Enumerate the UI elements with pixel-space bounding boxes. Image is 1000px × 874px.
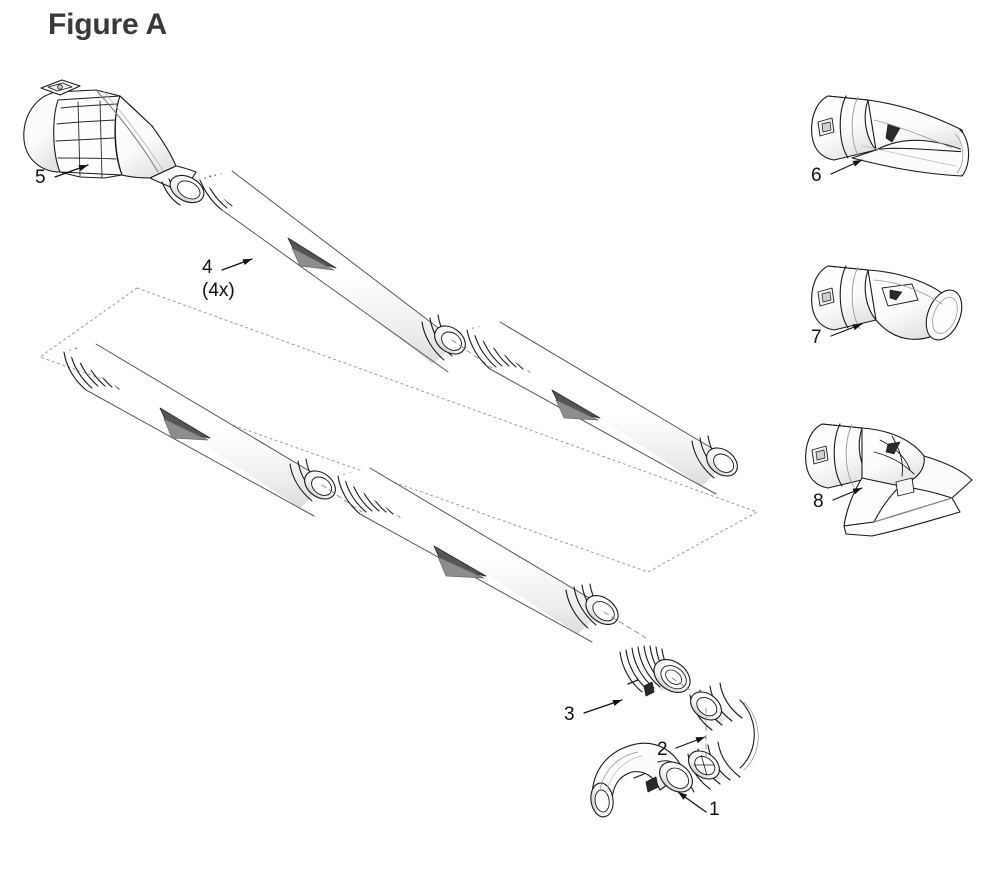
- leader-arrowhead-5: [78, 165, 88, 171]
- callout-2: 2: [657, 739, 668, 761]
- tube-4-lower-b: [337, 467, 647, 643]
- leader-arrowhead-7: [852, 324, 862, 331]
- nozzle-6: [811, 95, 970, 177]
- callout-3: 3: [564, 704, 575, 726]
- elbow-1: [590, 742, 695, 818]
- tube-collar: [565, 583, 619, 629]
- callout-number: 8: [813, 491, 824, 512]
- nozzle-7: [811, 265, 963, 341]
- leader-arrowhead-8: [852, 488, 862, 495]
- callout-1: 1: [709, 799, 720, 821]
- tube-collar: [289, 458, 336, 502]
- blower-5: [23, 79, 205, 206]
- tube-decal: [287, 237, 337, 271]
- tube-4-lower-a: [63, 343, 363, 517]
- connector-3: [619, 641, 691, 697]
- tube-decal: [433, 545, 487, 579]
- callout-number: 2: [657, 739, 668, 760]
- callout-number: 4: [202, 257, 213, 278]
- nozzle-8: [805, 423, 973, 537]
- tube-4-upper-b: [466, 321, 738, 495]
- callout-number: 3: [564, 704, 575, 725]
- leader-arrowhead-3: [612, 699, 622, 706]
- callout-8: 8: [813, 491, 824, 513]
- leader-arrowhead-4: [242, 259, 252, 266]
- callout-4: 4(4x): [202, 257, 235, 302]
- leader-arrowhead-6: [852, 160, 862, 167]
- tube-decal: [159, 407, 211, 441]
- coupler-2: [687, 682, 759, 790]
- callout-number: 1: [709, 799, 720, 820]
- callout-6: 6: [811, 165, 822, 187]
- callout-arrowheads: [78, 160, 862, 800]
- callout-quantity: (4x): [202, 280, 235, 301]
- callout-number: 7: [811, 327, 822, 348]
- tube-collar: [421, 314, 466, 361]
- tube-4-upper-a: [199, 170, 493, 373]
- page-title: Figure A: [48, 8, 167, 41]
- callout-number: 5: [35, 167, 46, 188]
- tube-decal: [551, 389, 601, 421]
- callout-5: 5: [35, 167, 46, 189]
- leader-arrowhead-1: [678, 792, 688, 800]
- coupler-2-ring-b: [687, 741, 741, 790]
- callout-number: 6: [811, 165, 822, 186]
- callout-leaders: [54, 159, 863, 813]
- tube-collar: [691, 435, 738, 479]
- callout-7: 7: [811, 327, 822, 349]
- construction-plane: [39, 287, 758, 573]
- leader-arrowhead-2: [695, 737, 705, 744]
